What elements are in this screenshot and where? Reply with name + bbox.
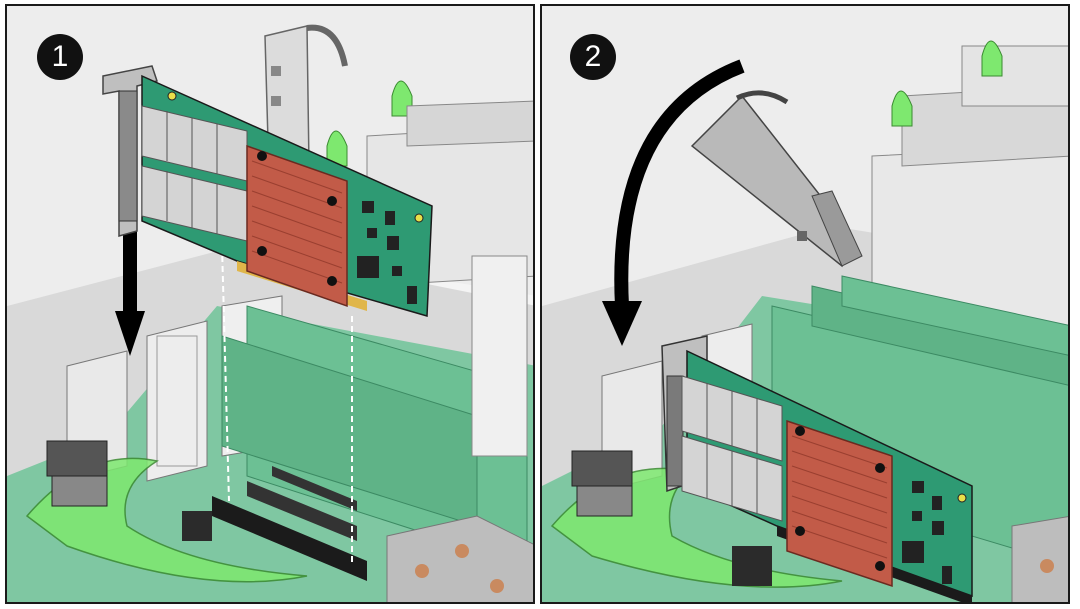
- installed-pcie-cards: [771, 275, 1068, 566]
- green-latches: [326, 80, 413, 167]
- step-2-panel: 2: [540, 4, 1070, 604]
- alignment-guides: [221, 245, 353, 566]
- heatsink-blocks: [386, 515, 533, 602]
- cable-connector: [571, 450, 772, 586]
- step-number-badge: 2: [570, 34, 616, 80]
- pcie-card: [661, 335, 973, 602]
- insert-arrow: [115, 226, 145, 356]
- step-2-illustration: [542, 6, 1068, 602]
- step-number-badge: 1: [37, 34, 83, 80]
- pcie-card: [102, 65, 433, 317]
- rotate-arrow: [602, 59, 745, 346]
- chassis-block: [871, 45, 1068, 337]
- step-1-panel: 1: [5, 4, 535, 604]
- step-1-illustration: [7, 6, 533, 602]
- green-latches: [891, 40, 1003, 127]
- heatsink-blocks: [1011, 516, 1068, 602]
- pcie-slot: [182, 466, 367, 581]
- retaining-bracket: [690, 90, 863, 268]
- cable-connector: [46, 440, 108, 507]
